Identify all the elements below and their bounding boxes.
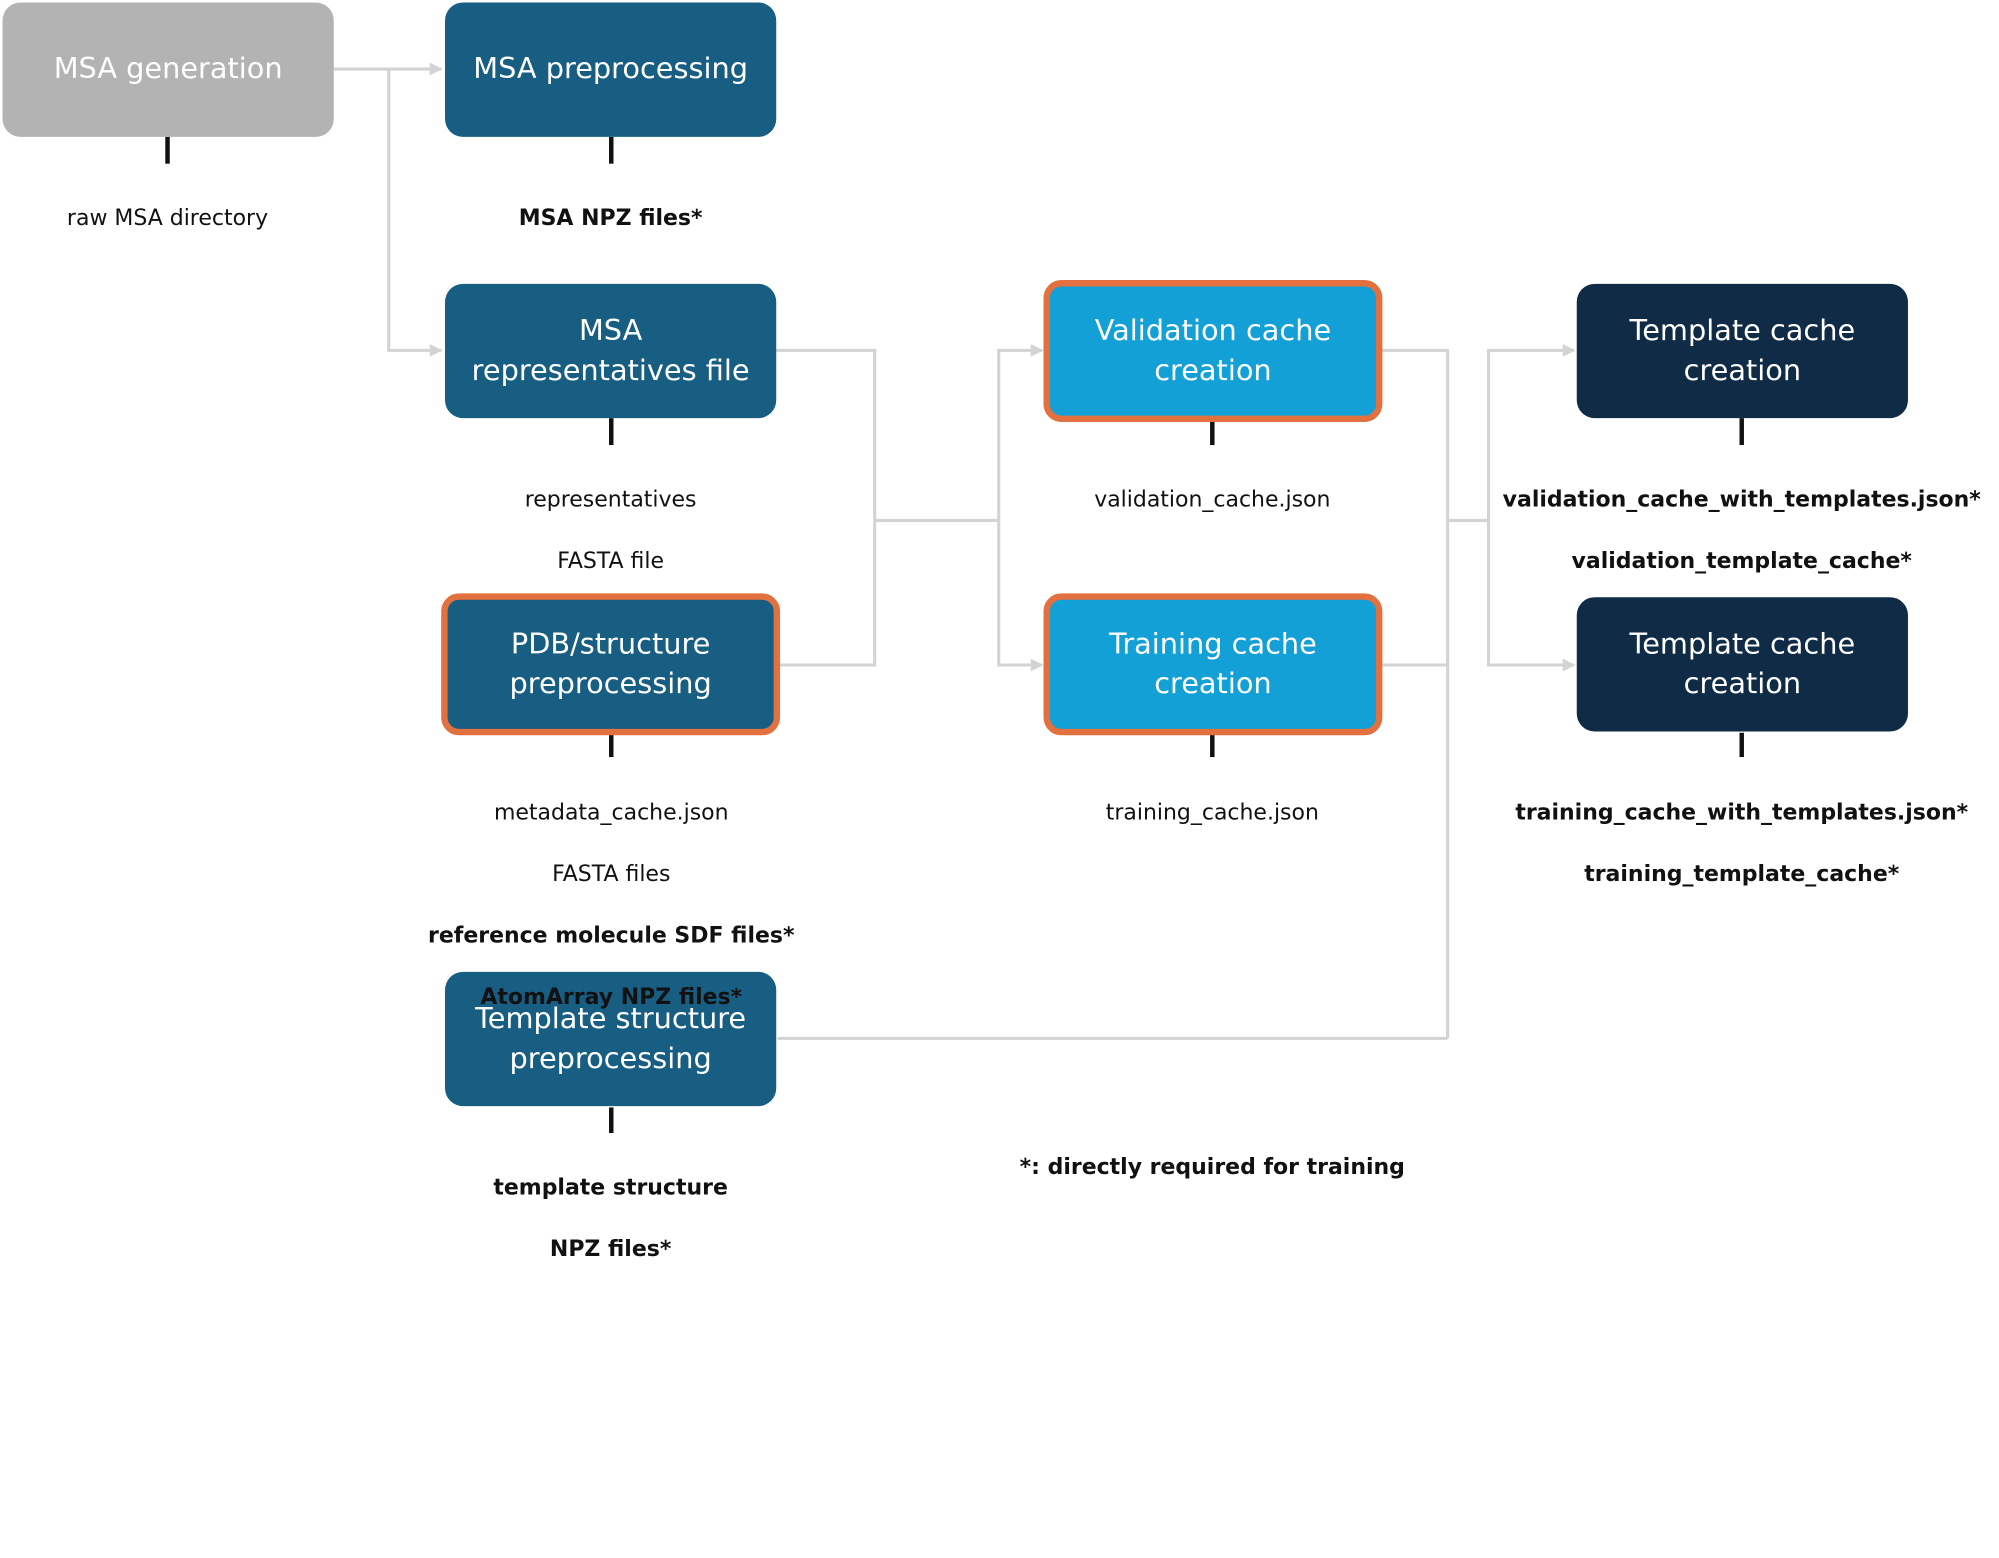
- edge-split-to-training: [997, 520, 1044, 672]
- output-line: AtomArray NPZ files*: [480, 984, 743, 1011]
- node-msa-preprocessing: MSA preprocessing: [445, 2, 777, 137]
- output-msa-representatives: representatives FASTA file: [445, 454, 776, 607]
- node-template-cache-training: Template cache creation: [1576, 597, 1908, 732]
- edge-validation-to-bus: [1381, 348, 1450, 1039]
- output-line: raw MSA directory: [66, 205, 269, 232]
- output-line: template structure: [493, 1175, 728, 1201]
- output-line: MSA NPZ files*: [518, 205, 703, 232]
- output-template-cache-training: training_cache_with_templates.json* trai…: [1512, 767, 1972, 920]
- output-msa-generation: raw MSA directory: [0, 173, 335, 265]
- output-line: FASTA files: [552, 861, 671, 888]
- node-msa-representatives-file: MSA representatives file: [445, 283, 777, 419]
- output-line: NPZ files*: [549, 1236, 672, 1263]
- output-msa-preprocessing: MSA NPZ files*: [445, 173, 776, 265]
- output-line: training_cache.json: [1105, 800, 1319, 827]
- output-validation-cache: validation_cache.json: [1046, 454, 1378, 546]
- connector-lines: [165, 62, 1744, 1134]
- node-msa-generation: MSA generation: [2, 2, 334, 137]
- edge-representatives-to-merge: [776, 348, 877, 521]
- output-training-cache: training_cache.json: [1046, 767, 1378, 859]
- node-template-cache-validation: Template cache creation: [1576, 283, 1908, 419]
- output-line: representatives: [524, 487, 697, 513]
- output-line: validation_cache_with_templates.json*: [1502, 487, 1981, 513]
- output-line: validation_cache.json: [1094, 487, 1331, 513]
- output-line: validation_template_cache*: [1571, 548, 1912, 575]
- node-validation-cache-creation: Validation cache creation: [1043, 280, 1383, 423]
- output-template-cache-validation: validation_cache_with_templates.json* va…: [1496, 454, 1987, 607]
- output-template-structure-preprocessing: template structure NPZ files*: [445, 1142, 776, 1295]
- output-line: FASTA file: [557, 548, 665, 575]
- output-line: training_template_cache*: [1584, 861, 1900, 888]
- node-template-structure-preprocessing: Template structure preprocessing: [445, 971, 777, 1107]
- node-training-cache-creation: Training cache creation: [1043, 593, 1383, 736]
- output-line: metadata_cache.json: [493, 800, 729, 827]
- edge-split-to-template-cache-training: [1486, 520, 1576, 672]
- edge-split-to-validation: [997, 343, 1044, 521]
- output-line: reference molecule SDF files*: [428, 923, 795, 949]
- edge-split-to-template-cache-validation: [1486, 343, 1576, 521]
- node-pdb-structure-preprocessing: PDB/structure preprocessing: [441, 593, 781, 736]
- output-pdb-preprocessing: metadata_cache.json FASTA files referenc…: [407, 767, 816, 1043]
- edge-pdb-to-merge: [777, 520, 877, 667]
- output-line: training_cache_with_templates.json*: [1515, 800, 1969, 827]
- edge-msa-gen-to-representatives: [387, 69, 443, 357]
- legend-note: *: directly required for training: [1019, 1154, 1405, 1181]
